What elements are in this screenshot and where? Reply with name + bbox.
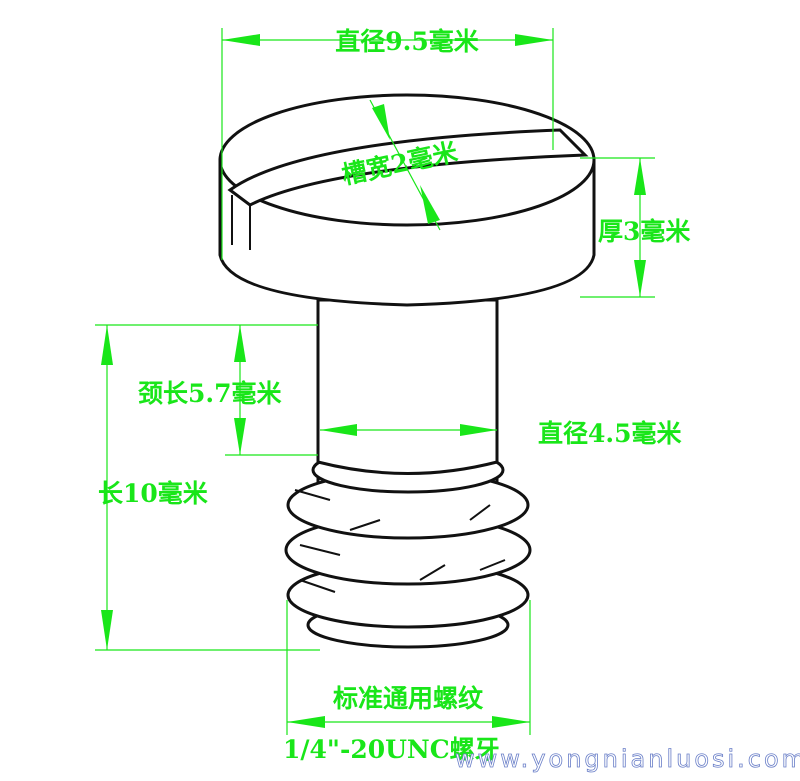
thread-section — [284, 446, 532, 649]
screw-neck — [316, 298, 499, 475]
watermark: www.yongnianluosi.com — [455, 745, 800, 773]
neck-diameter-label: 直径4.5毫米 — [538, 419, 682, 448]
dimension-lines — [95, 28, 655, 735]
head-thickness-label: 厚3毫米 — [598, 217, 691, 246]
screw-head — [218, 93, 596, 307]
head-diameter-label: 直径9.5毫米 — [335, 27, 479, 56]
total-length-label: 长10毫米 — [98, 479, 209, 508]
thread-standard-label: 标准通用螺纹 — [333, 684, 484, 713]
neck-length-label: 颈长5.7毫米 — [138, 379, 282, 408]
thread-spec-label: 1/4"-20UNC螺牙 — [283, 735, 500, 764]
